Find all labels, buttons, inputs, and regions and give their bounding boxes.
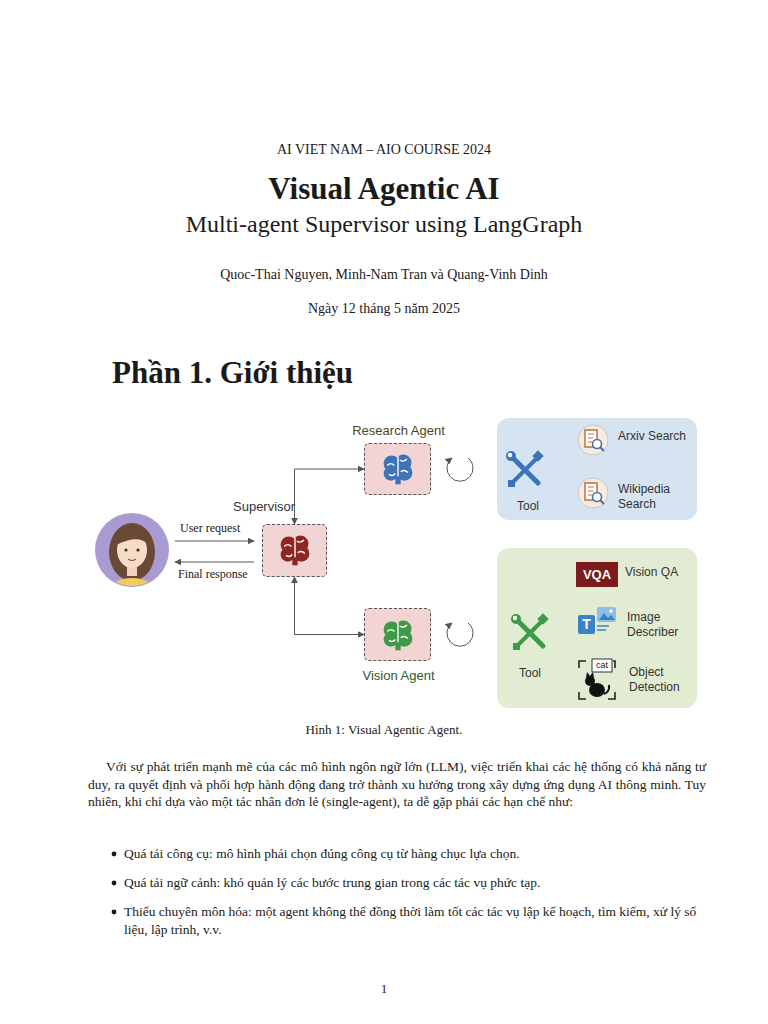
object-detection-icon <box>604 685 609 694</box>
agent-box: Vision Agent <box>364 608 431 661</box>
user-avatar <box>116 528 148 545</box>
tool-icon <box>511 613 549 650</box>
bullet-item: Quá tải ngữ cảnh: khó quản lý các bước t… <box>124 874 706 892</box>
node-title: Vision Agent <box>335 668 462 684</box>
object-detection-icon <box>579 659 615 699</box>
tool-label: Tool <box>507 499 549 514</box>
tool-name: Object Detection <box>629 665 693 695</box>
node-title: Research Agent <box>335 423 462 439</box>
brain-icon <box>281 455 413 651</box>
image-describer-icon <box>609 609 613 613</box>
loop-arrow <box>447 458 473 481</box>
tool-name: Arxiv Search <box>618 429 692 444</box>
connector-arrow <box>295 469 365 524</box>
vqa-logo <box>576 562 618 587</box>
bullet-item: Quá tải công cụ: mô hình phải chọn đúng … <box>124 845 706 863</box>
image-describer-icon <box>597 626 609 630</box>
tool-panel: Tool Arxiv SearchWikipedia Search <box>497 418 697 520</box>
page-number: 1 <box>0 980 768 997</box>
image-describer-icon <box>578 607 616 634</box>
arrow-label: Final response <box>178 567 248 582</box>
agent-box-fill <box>262 524 327 577</box>
user-arrows <box>175 562 254 563</box>
object-detection-icon <box>592 659 612 672</box>
arrow-label: User request <box>180 521 240 536</box>
bullet-item: Thiếu chuyên môn hóa: một agent không th… <box>124 903 706 938</box>
search-icon <box>578 425 608 508</box>
connector-arrow <box>295 577 365 635</box>
author-list: Quoc-Thai Nguyen, Minh-Nam Tran và Quang… <box>0 266 768 284</box>
user-avatar <box>106 523 158 610</box>
agent-box-fill <box>262 443 431 661</box>
brain-icon <box>384 455 413 485</box>
brain-icon <box>281 536 310 566</box>
node-title: Supervisor <box>233 499 295 515</box>
bullet-dot <box>112 910 117 915</box>
icon-letter: T <box>578 615 595 634</box>
image-describer-icon <box>599 613 615 620</box>
user-avatar <box>109 523 155 581</box>
tool-panel-fill <box>497 418 697 708</box>
user-avatar <box>128 559 136 561</box>
tool-name: Wikipedia Search <box>618 482 692 512</box>
image-describer-icon <box>578 615 595 634</box>
document-title: Visual Agentic AI <box>0 170 768 208</box>
bullet-dot <box>112 852 117 915</box>
agent-box-fill <box>364 443 431 495</box>
user-avatar <box>106 578 158 610</box>
loop-arrow <box>447 623 473 646</box>
bullet-dot <box>112 852 117 857</box>
document-date: Ngày 12 tháng 5 năm 2025 <box>0 300 768 318</box>
tool-name: Vision QA <box>625 565 693 580</box>
object-detection-icon <box>586 672 594 678</box>
user-avatar <box>95 513 169 610</box>
user-avatar <box>124 548 127 551</box>
user-avatar <box>95 513 169 587</box>
detection-tag: cat <box>592 659 612 672</box>
tool-panel-fill <box>497 548 697 708</box>
tool-icon <box>506 450 544 487</box>
user-arrows <box>175 541 254 562</box>
supervisor-box: Supervisor <box>262 524 327 577</box>
agent-box: Research Agent <box>364 443 431 495</box>
logo-text: VQA <box>576 566 618 583</box>
document-subtitle: Multi-agent Supervisor using LangGraph <box>0 209 768 239</box>
body-paragraph: Với sự phát triển mạnh mẽ của các mô hìn… <box>88 758 706 811</box>
section-heading: Phần 1. Giới thiệu <box>112 354 712 392</box>
search-icon <box>578 478 608 508</box>
tool-name: Image Describer <box>627 610 693 640</box>
user-arrows <box>175 541 254 542</box>
bullet-dot <box>112 881 117 886</box>
tool-icon <box>506 450 549 650</box>
brain-icon <box>384 621 413 651</box>
vqa-logo <box>576 562 618 587</box>
search-icon <box>578 425 608 455</box>
loop-arrow <box>447 458 473 646</box>
tool-panel-fill <box>497 418 697 520</box>
agent-box-fill <box>364 608 431 661</box>
image-describer-icon <box>597 607 616 622</box>
user-avatar <box>136 548 139 551</box>
course-header: AI VIET NAM – AIO COURSE 2024 <box>0 141 768 159</box>
tool-label: Tool <box>509 666 551 681</box>
figure-caption: Hình 1: Visual Agentic Agent. <box>0 721 768 738</box>
